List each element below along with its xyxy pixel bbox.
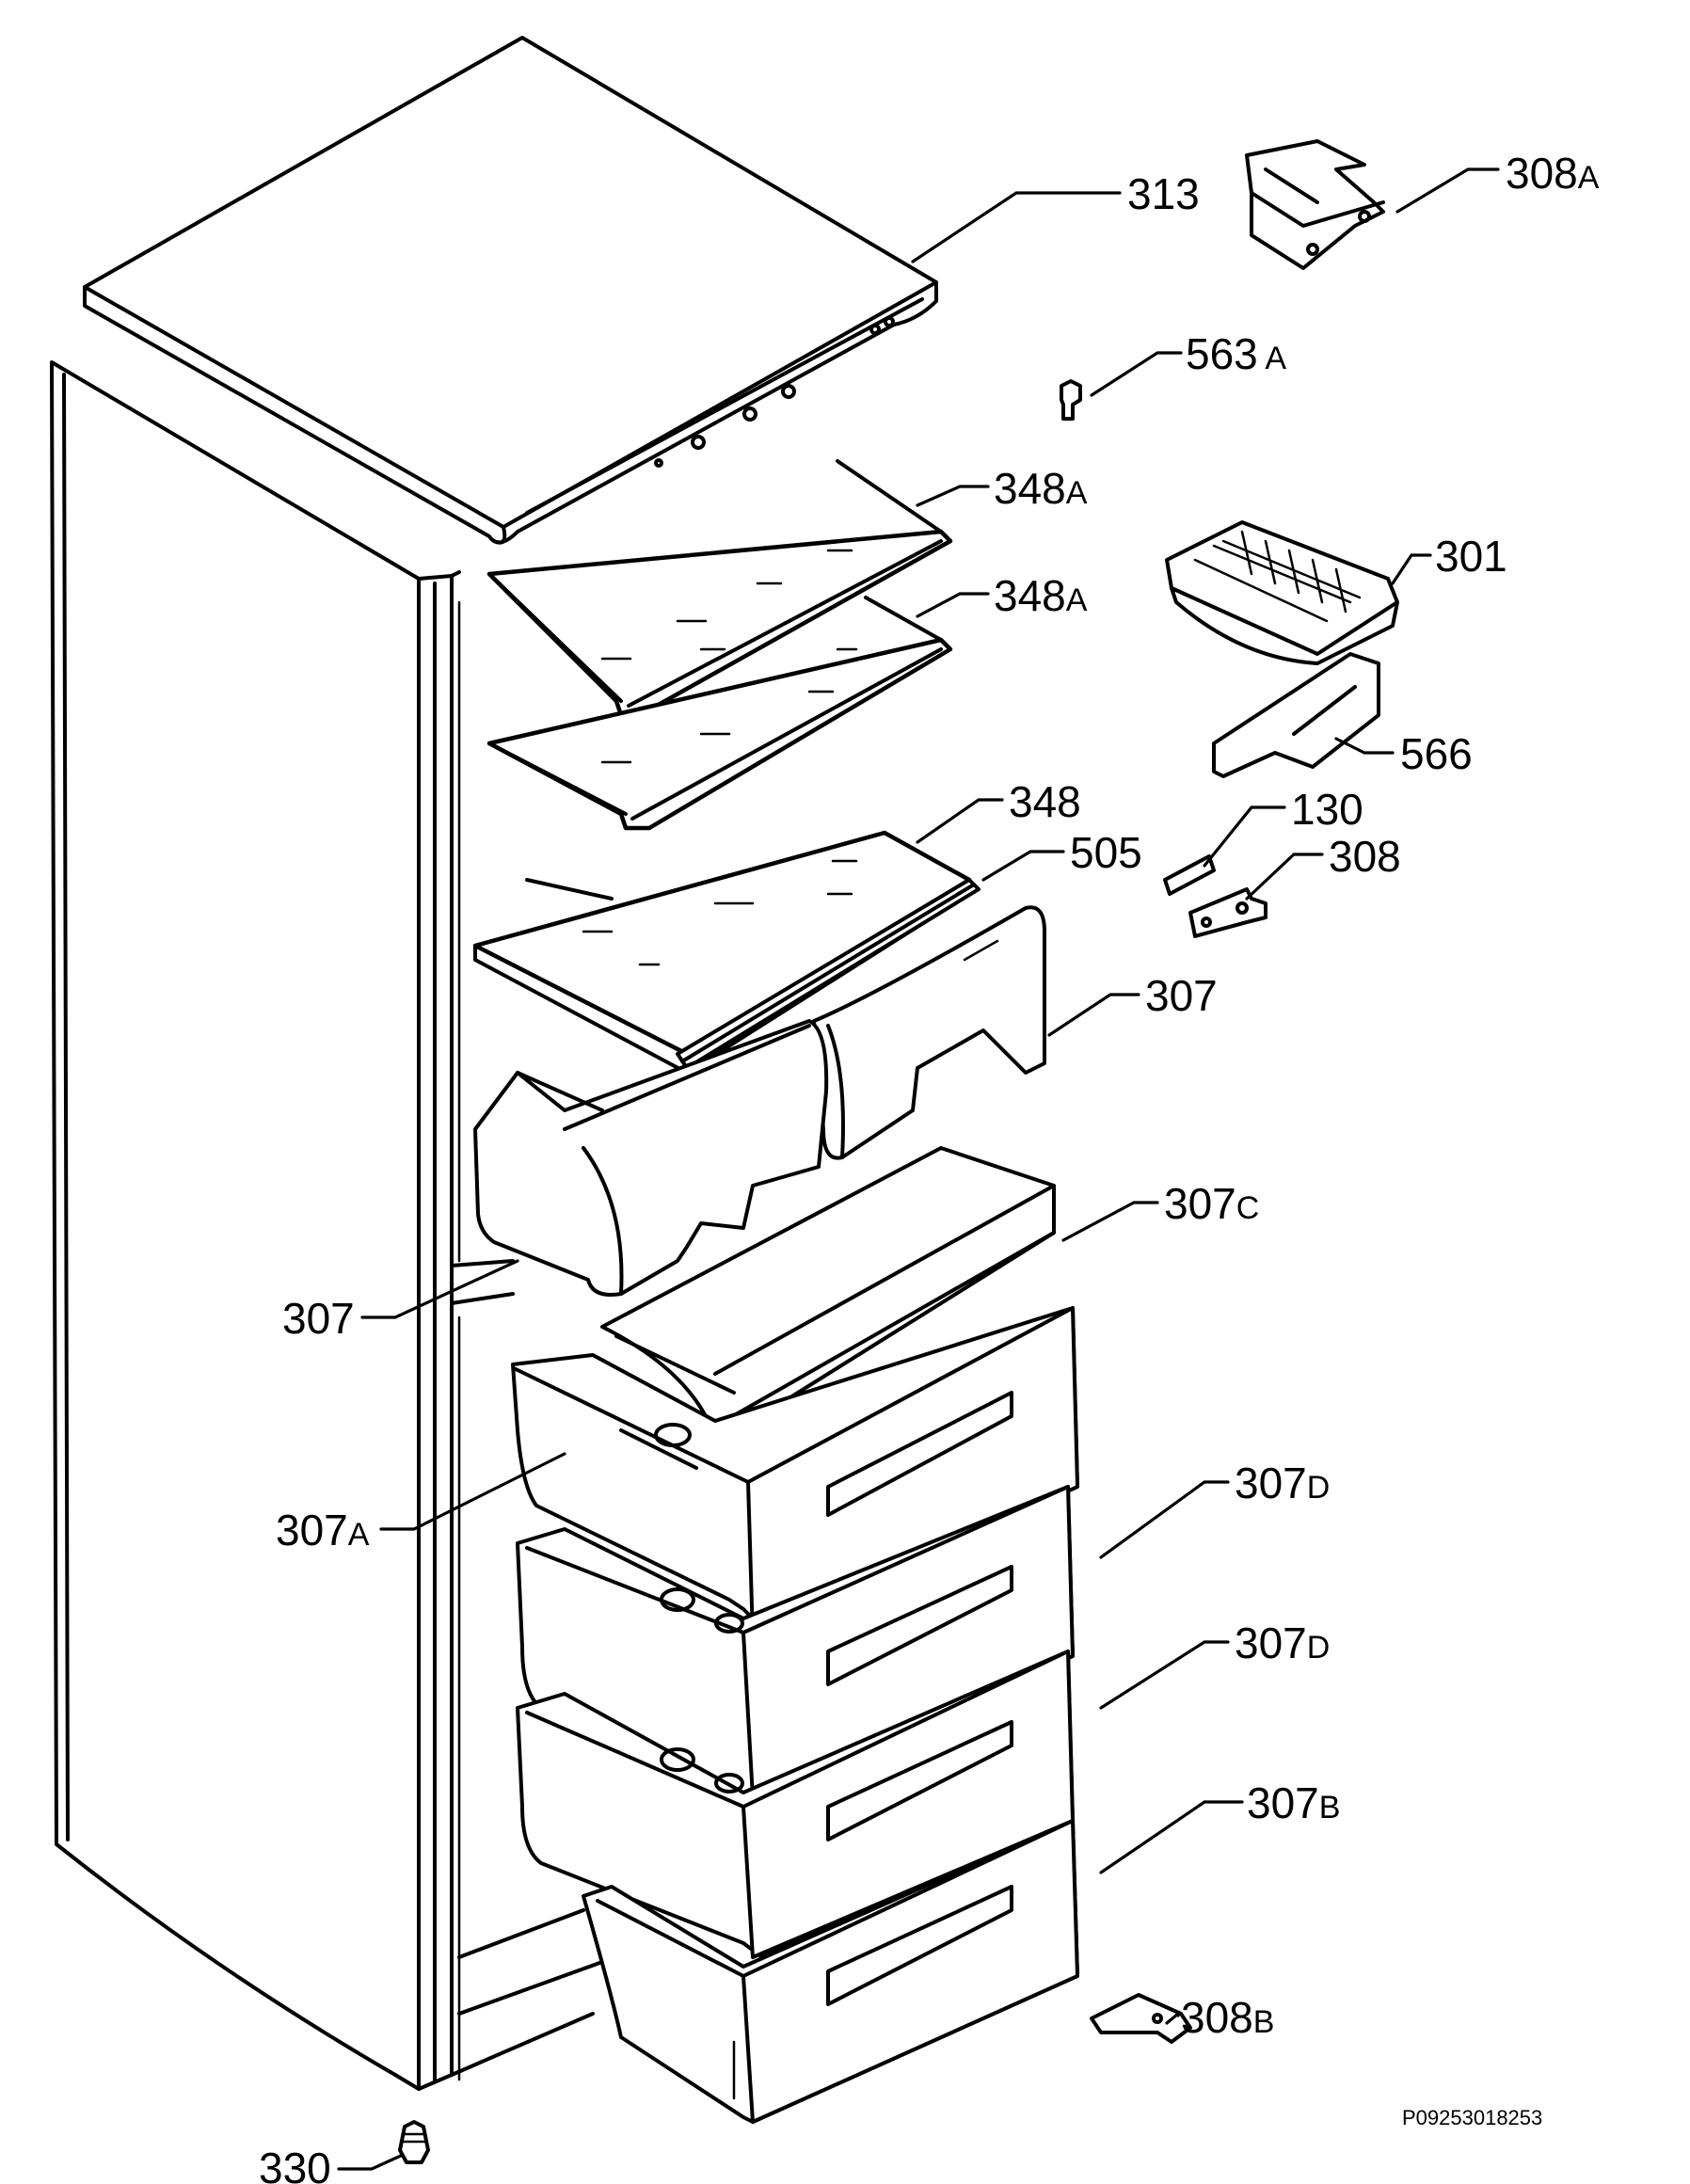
part-suffix: A (1066, 475, 1088, 511)
hinge-cover-130 (1163, 854, 1216, 896)
part-number: 307 (276, 1506, 348, 1554)
callout-308A: 308A (1506, 149, 1600, 198)
ice-tray (1165, 520, 1399, 665)
part-number: 330 (259, 2144, 331, 2184)
shelf-trim-strip (676, 878, 981, 1070)
callout-307A: 307A (276, 1506, 370, 1554)
part-number: 301 (1435, 532, 1507, 581)
callout-301: 301 (1435, 532, 1507, 581)
callout-313: 313 (1127, 169, 1200, 218)
callout-307C: 307C (1164, 1179, 1259, 1228)
part-number: 563 (1186, 329, 1258, 378)
part-suffix: A (1066, 582, 1088, 618)
callout-307B: 307B (1247, 1778, 1340, 1827)
part-number: 307 (1247, 1778, 1319, 1827)
part-suffix: B (1319, 1790, 1341, 1825)
drawer-bottom (582, 1819, 1079, 2124)
part-number: 308 (1181, 1993, 1253, 2042)
part-number: 505 (1070, 828, 1142, 877)
front-flap (600, 1146, 1056, 1442)
bracket-308A (1245, 139, 1385, 270)
callout-130: 130 (1291, 785, 1363, 834)
part-number: 307 (282, 1294, 355, 1343)
hinge-308B (1090, 1993, 1192, 2044)
callout-566: 566 (1400, 729, 1473, 778)
glass-shelf-lower (486, 596, 953, 831)
part-number: 566 (1400, 729, 1473, 778)
part-suffix: A (1578, 160, 1600, 196)
part-number: 308 (1329, 832, 1401, 881)
part-number: 348 (994, 464, 1066, 513)
ice-scoop (1212, 652, 1380, 778)
part-suffix: D (1307, 1630, 1331, 1666)
callout-348A-upper: 348A (994, 464, 1088, 513)
part-suffix: B (1253, 2004, 1275, 2040)
callout-308: 308 (1329, 832, 1401, 881)
drawer-middle-1 (516, 1485, 1075, 1809)
door-bin-left (473, 1019, 829, 1297)
part-number: 348 (1009, 777, 1081, 826)
cabinet-body (50, 360, 604, 2091)
callout-307D-upper: 307D (1235, 1459, 1330, 1507)
part-number: 307 (1164, 1179, 1236, 1228)
hinge-308 (1188, 887, 1268, 938)
part-number: 307 (1235, 1459, 1307, 1507)
drawing-code: P09253018253 (1402, 2106, 1542, 2129)
part-number: 130 (1291, 785, 1363, 834)
part-number: 307 (1145, 971, 1218, 1020)
callout-308B: 308B (1181, 1993, 1274, 2042)
callout-307-left: 307 (282, 1294, 355, 1343)
part-number: 348 (994, 571, 1066, 620)
top-cover-panel (83, 36, 938, 545)
callout-330: 330 (259, 2144, 331, 2184)
part-number: 313 (1127, 169, 1200, 218)
callout-labels: 313 308A 563 A 348A 301 348A 566 348 130… (259, 149, 1600, 2184)
leader-lines (337, 167, 1500, 2171)
callout-563A: 563 A (1186, 329, 1286, 378)
callout-307D-lower: 307D (1235, 1618, 1330, 1667)
part-suffix: A (1258, 341, 1287, 376)
callout-348A-lower: 348A (994, 571, 1088, 620)
part-suffix: D (1307, 1470, 1331, 1506)
callout-505: 505 (1070, 828, 1142, 877)
glass-shelf-main (472, 830, 972, 1075)
part-suffix: A (348, 1517, 370, 1553)
part-number: 307 (1235, 1618, 1307, 1667)
pin-563A (1060, 379, 1082, 421)
adjustable-foot-330 (398, 2120, 430, 2164)
callout-348: 348 (1009, 777, 1081, 826)
part-number: 308 (1506, 149, 1578, 198)
part-suffix: C (1236, 1190, 1260, 1226)
callout-307-right: 307 (1145, 971, 1218, 1020)
